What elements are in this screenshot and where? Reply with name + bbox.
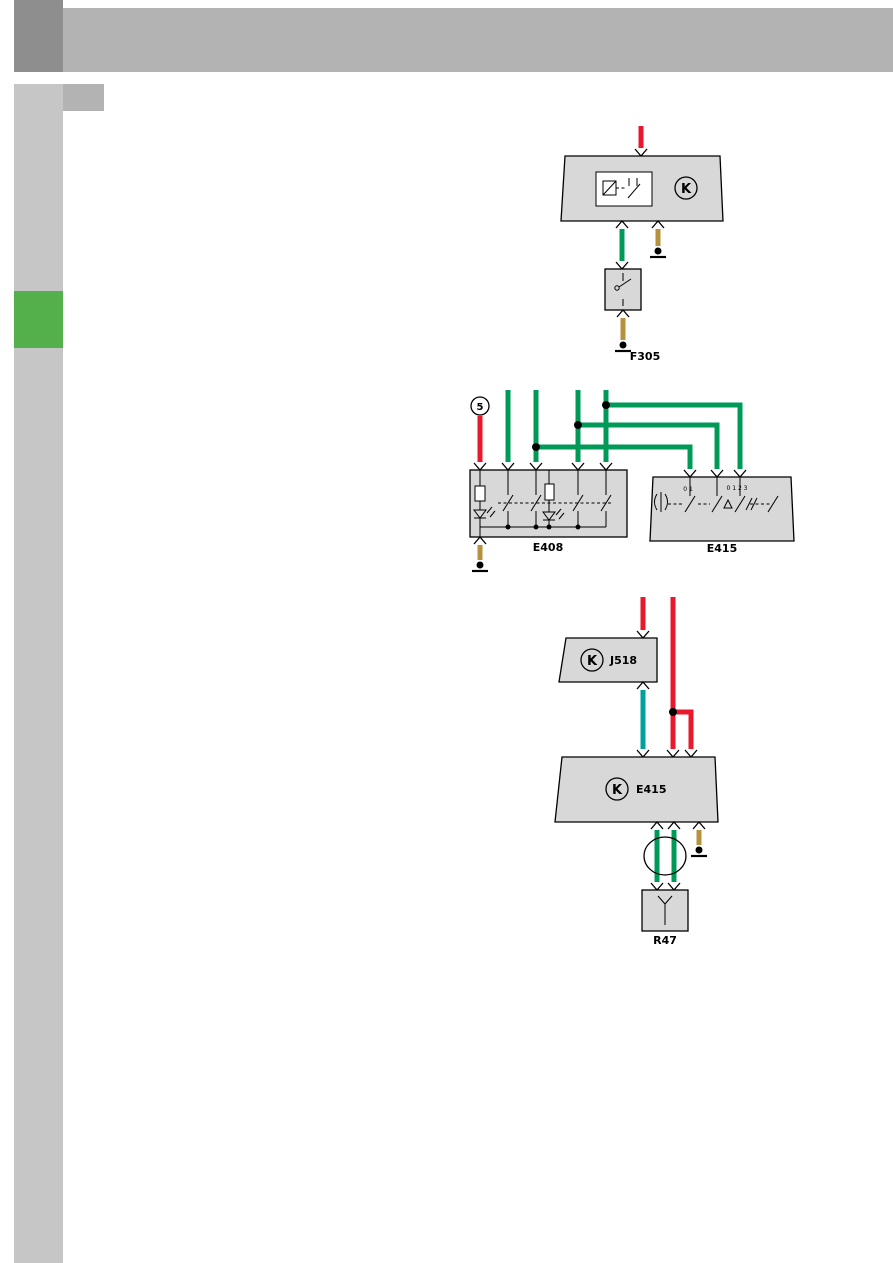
ground-point: [654, 247, 662, 255]
header-accent-block: [14, 0, 63, 72]
k-badge-circle: [580, 648, 604, 672]
wire-green-branch-3: [606, 402, 743, 469]
cable-shield-symbol: [643, 836, 687, 876]
access-unit-j518-box: [558, 637, 658, 683]
wire-green-branch-1: [536, 444, 693, 469]
connector-arrow: [650, 882, 664, 891]
ground-point: [476, 561, 484, 569]
sidebar-rail: [14, 84, 63, 1263]
connector-arrow: [599, 462, 613, 471]
connector-arrow: [616, 309, 630, 318]
k-badge-circle: [605, 777, 629, 801]
r47-label: R47: [653, 934, 677, 947]
header-band: [63, 8, 893, 72]
connector-arrow: [683, 469, 697, 478]
ground-point: [619, 341, 627, 349]
terminal-5-label: 5: [477, 402, 484, 413]
connector-arrow: [571, 462, 585, 471]
control-unit-e415-box: [554, 756, 719, 823]
connector-arrow: [529, 462, 543, 471]
connector-arrow: [615, 220, 629, 229]
k-badge-letter: K: [587, 654, 598, 669]
junction-dot: [532, 443, 540, 451]
connector-arrow: [650, 821, 664, 830]
k-badge-circle: [674, 176, 698, 200]
switch-symbol: [614, 273, 632, 306]
connector-arrow: [615, 261, 629, 270]
e415-marking-0123: 0 1 2 3: [727, 485, 748, 492]
connector-arrow: [501, 462, 515, 471]
connector-arrow: [666, 749, 680, 758]
antenna-symbol: [657, 895, 673, 925]
e408-label: E408: [533, 541, 563, 554]
connector-arrow: [636, 630, 650, 639]
wire-green-branch-2: [578, 422, 720, 469]
k-badge-letter: K: [681, 182, 692, 197]
relay-symbol: [595, 171, 653, 207]
fuse-label: F305: [630, 350, 660, 363]
wire-red-branch: [673, 709, 694, 749]
e415-marking-01: 0 1: [683, 486, 693, 493]
connector-arrow: [636, 681, 650, 690]
junction-dot: [669, 708, 677, 716]
junction-dot: [574, 421, 582, 429]
connector-arrow: [473, 536, 487, 545]
connector-arrow: [733, 469, 747, 478]
connector-arrow: [710, 469, 724, 478]
connector-arrow: [634, 148, 648, 157]
k-badge-letter: K: [612, 783, 623, 798]
connector-arrow: [692, 821, 706, 830]
ground-point: [695, 846, 703, 854]
diagram-antenna-circuit: K J518 K E415: [554, 597, 719, 947]
j518-label: J518: [609, 654, 637, 667]
connector-arrow: [651, 220, 665, 229]
e415-label: E415: [636, 783, 666, 796]
connector-arrow: [667, 821, 681, 830]
switch-module-e415-box: [649, 476, 795, 542]
header-tab-block: [63, 84, 104, 111]
terminal-5-badge: [470, 396, 490, 416]
e415-label: E415: [707, 542, 737, 555]
connector-arrow: [684, 749, 698, 758]
diagram-fuse-circuit: K F305: [560, 126, 724, 363]
e415-internal-circuit: [654, 477, 779, 513]
connector-arrow: [667, 882, 681, 891]
connector-arrow: [636, 749, 650, 758]
diagram-switch-circuit: 5: [469, 390, 795, 573]
e408-internal-circuit: [473, 470, 612, 537]
sidebar-green-marker: [14, 291, 63, 348]
connector-arrow: [473, 462, 487, 471]
junction-dot: [602, 401, 610, 409]
